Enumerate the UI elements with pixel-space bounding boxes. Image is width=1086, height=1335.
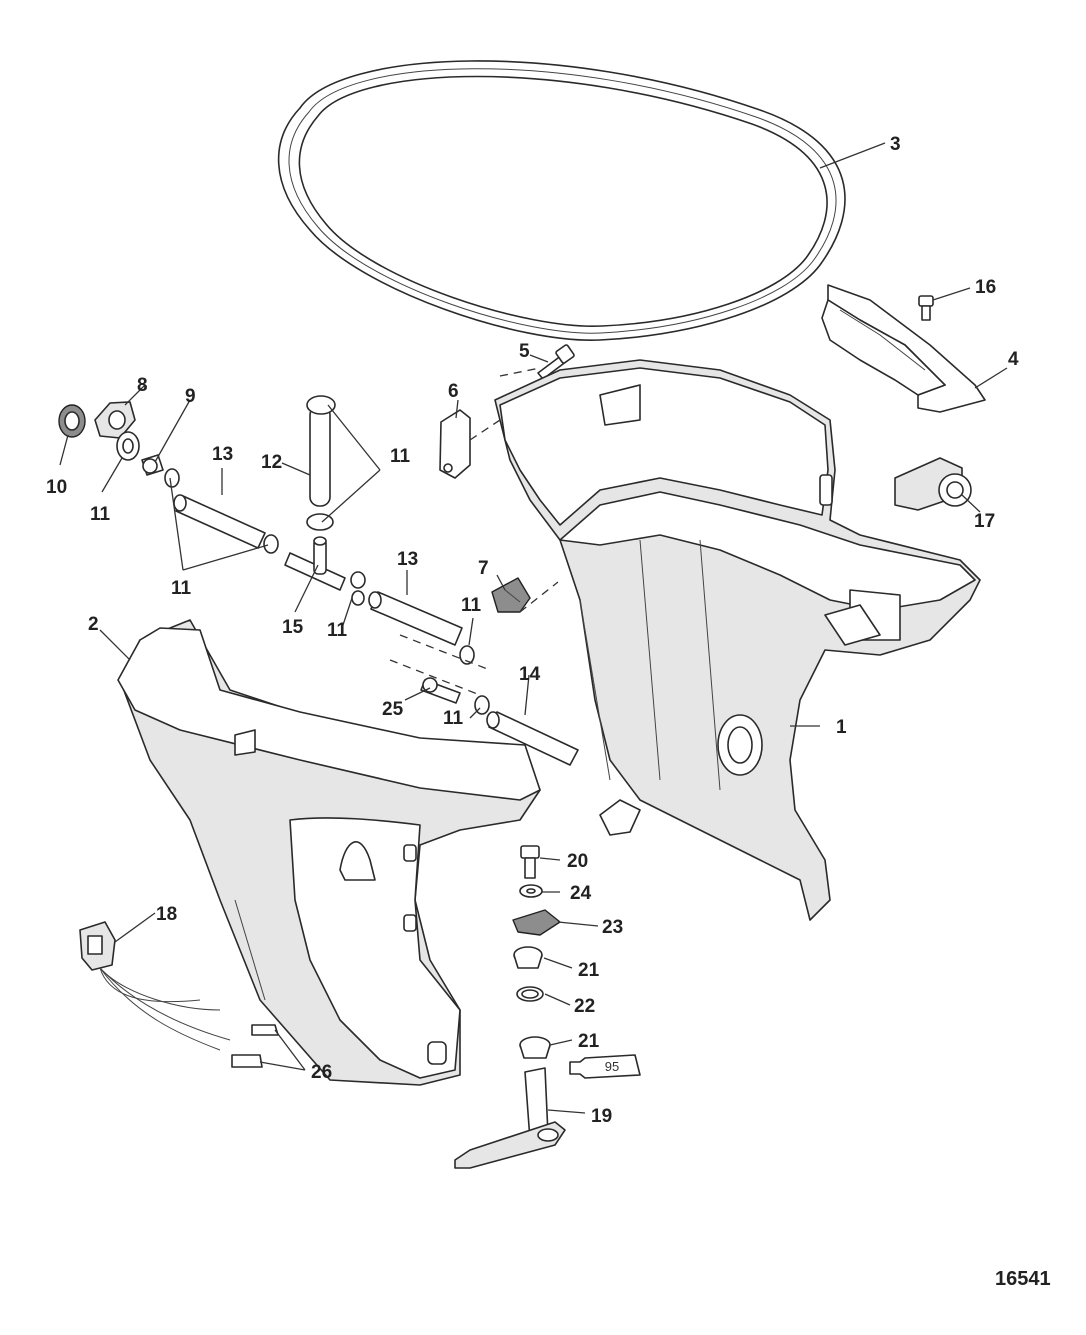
callout-23: 23 xyxy=(602,917,623,938)
sensor-25 xyxy=(420,677,461,704)
tee-fitting-15 xyxy=(284,536,346,591)
cowl-port-half xyxy=(117,619,541,1086)
dashed-group-bracket xyxy=(389,634,491,696)
callout-11-d: 11 xyxy=(327,620,348,641)
callouts: 1 2 3 4 5 6 7 8 9 10 11 11 11 11 11 11 1… xyxy=(46,134,1019,1127)
connector-9 xyxy=(141,454,164,476)
callout-5: 5 xyxy=(519,341,530,362)
callout-18: 18 xyxy=(156,904,177,925)
callout-20: 20 xyxy=(567,851,588,872)
clip-7 xyxy=(491,577,531,613)
callout-19: 19 xyxy=(591,1106,612,1127)
clamp-11-left xyxy=(116,431,140,461)
leader-lines xyxy=(59,142,1008,1114)
o-ring-22 xyxy=(516,986,544,1002)
grommet-10 xyxy=(58,404,86,438)
callout-7: 7 xyxy=(478,558,489,579)
callout-3: 3 xyxy=(890,134,901,155)
callout-2: 2 xyxy=(88,614,99,635)
callout-22: 22 xyxy=(574,996,595,1017)
hose-13-right xyxy=(368,591,463,646)
callout-12: 12 xyxy=(261,452,282,473)
handle-19 xyxy=(454,1067,566,1169)
hose-14 xyxy=(486,711,579,766)
callout-11-a: 11 xyxy=(90,504,111,525)
fitting-8 xyxy=(94,401,136,439)
callout-9: 9 xyxy=(185,386,196,407)
hose-12 xyxy=(309,399,331,507)
callout-8: 8 xyxy=(137,375,148,396)
rear-bracket xyxy=(821,284,986,413)
callout-21-a: 21 xyxy=(578,960,600,981)
lever-23 xyxy=(512,909,561,936)
latch-17 xyxy=(894,457,972,511)
bolt-20 xyxy=(520,845,540,879)
callout-4: 4 xyxy=(1008,349,1019,370)
connector-26 xyxy=(231,1024,279,1068)
callout-25: 25 xyxy=(382,699,404,720)
bolt-5 xyxy=(537,344,575,380)
callout-13-a: 13 xyxy=(212,444,233,465)
callout-14: 14 xyxy=(519,664,541,685)
callout-17: 17 xyxy=(974,511,995,532)
callout-11-b: 11 xyxy=(390,446,411,467)
washer-24 xyxy=(519,884,543,898)
lube-tube-95: 95 xyxy=(569,1054,641,1079)
callout-13-b: 13 xyxy=(397,549,418,570)
hinge-bracket-6 xyxy=(439,409,471,479)
tube-95-label: 95 xyxy=(605,1059,619,1074)
callout-16: 16 xyxy=(975,277,996,298)
callout-26: 26 xyxy=(311,1062,332,1083)
callout-6: 6 xyxy=(448,381,459,402)
callout-21-b: 21 xyxy=(578,1031,600,1052)
bushing-21-upper xyxy=(513,946,543,969)
switch-harness-18 xyxy=(79,921,231,1051)
screw-16 xyxy=(918,295,934,321)
callout-24: 24 xyxy=(570,883,592,904)
callout-11-f: 11 xyxy=(443,708,464,729)
callout-11-e: 11 xyxy=(461,595,482,616)
clamp-11-mid xyxy=(164,468,279,554)
callout-11-c: 11 xyxy=(171,578,192,599)
callout-15: 15 xyxy=(282,617,304,638)
bushing-21-lower xyxy=(519,1036,551,1059)
diagram-id-number: 16541 xyxy=(995,1268,1051,1290)
callout-1: 1 xyxy=(836,717,847,738)
seal-ring xyxy=(277,60,846,341)
hose-13-left xyxy=(173,494,266,549)
cowl-starboard-half xyxy=(494,359,981,921)
callout-10: 10 xyxy=(46,477,67,498)
